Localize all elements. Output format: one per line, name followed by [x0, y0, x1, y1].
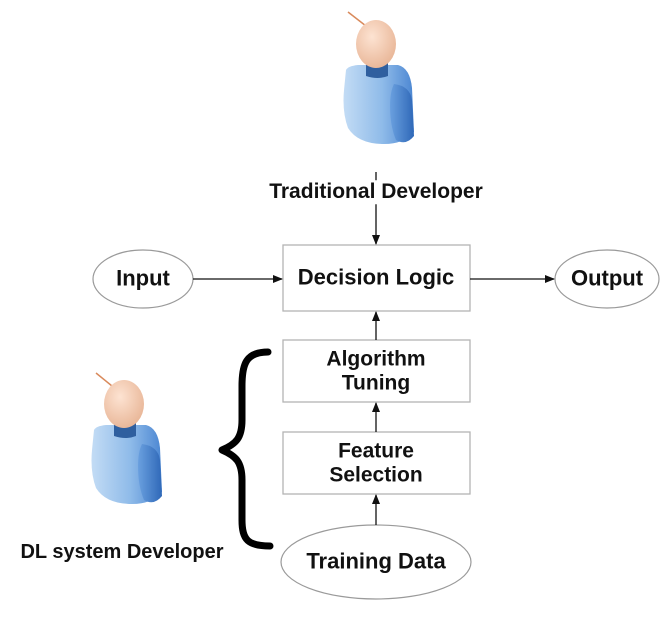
algorithm-tuning-label: Algorithm Tuning [326, 347, 425, 394]
input-label: Input [116, 265, 170, 291]
feature-selection-line2: Selection [329, 463, 423, 486]
decision-logic-label: Decision Logic [297, 264, 455, 290]
algorithm-tuning-box [282, 339, 471, 403]
algorithm-tuning-line1: Algorithm [326, 347, 426, 371]
decision-logic-box [282, 244, 471, 312]
grouping-brace [218, 348, 274, 550]
traditional-developer-label: Traditional Developer [267, 180, 485, 204]
traditional-developer-person-icon [343, 11, 414, 144]
training-data-label: Training Data [306, 548, 446, 574]
dl-system-developer-person-icon [91, 372, 162, 504]
algorithm-tuning-line2: Tuning [341, 371, 411, 394]
feature-selection-line1: Feature [338, 439, 414, 463]
output-label: Output [570, 265, 644, 291]
output-ellipse [554, 249, 660, 309]
dl-system-developer-label: DL system Developer [20, 540, 224, 563]
feature-selection-label: Feature Selection [329, 439, 422, 486]
